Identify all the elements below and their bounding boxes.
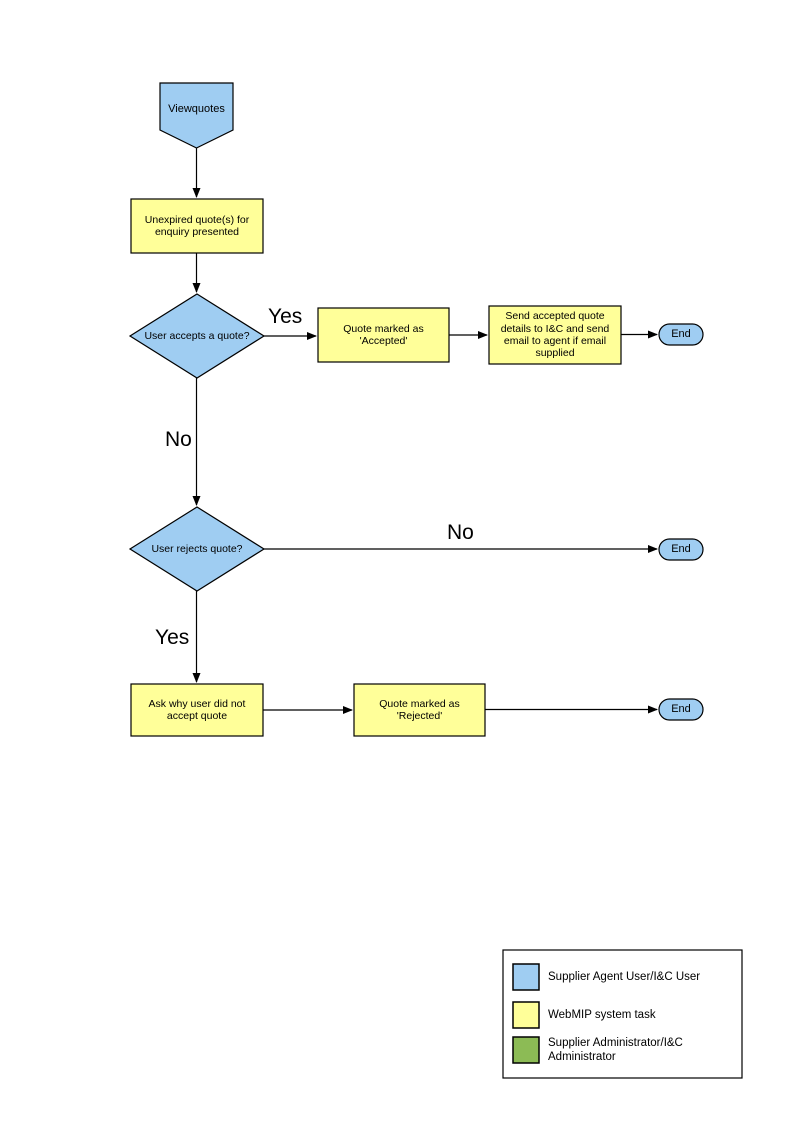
node-process-quote-marked-rejected[interactable] <box>353 683 486 737</box>
legend-box <box>502 949 743 1079</box>
legend-label-webmip: WebMIP system task <box>548 1009 656 1021</box>
legend-swatch-supplier-admin <box>512 1036 540 1064</box>
node-process-ask-why[interactable] <box>130 683 264 737</box>
node-decision-user-rejects[interactable] <box>128 506 266 592</box>
node-end-rejected[interactable] <box>658 698 704 721</box>
node-start-viewquotes[interactable] <box>159 82 234 149</box>
node-process-send-accepted-details[interactable] <box>488 305 622 365</box>
legend-swatch-webmip <box>512 1001 540 1029</box>
legend-label-supplier-admin: Supplier Administrator/I&C Administrator <box>548 1037 683 1064</box>
legend-swatch-supplier-agent <box>512 963 540 991</box>
node-end-accepted[interactable] <box>658 323 704 346</box>
node-process-quote-marked-accepted[interactable] <box>317 307 450 363</box>
legend-label-supplier-agent: Supplier Agent User/I&C User <box>548 971 701 983</box>
node-end-no-reject[interactable] <box>658 538 704 561</box>
node-decision-user-accepts[interactable] <box>128 293 266 379</box>
node-process-unexpired-quotes[interactable] <box>130 198 264 254</box>
connector-group <box>192 148 658 714</box>
